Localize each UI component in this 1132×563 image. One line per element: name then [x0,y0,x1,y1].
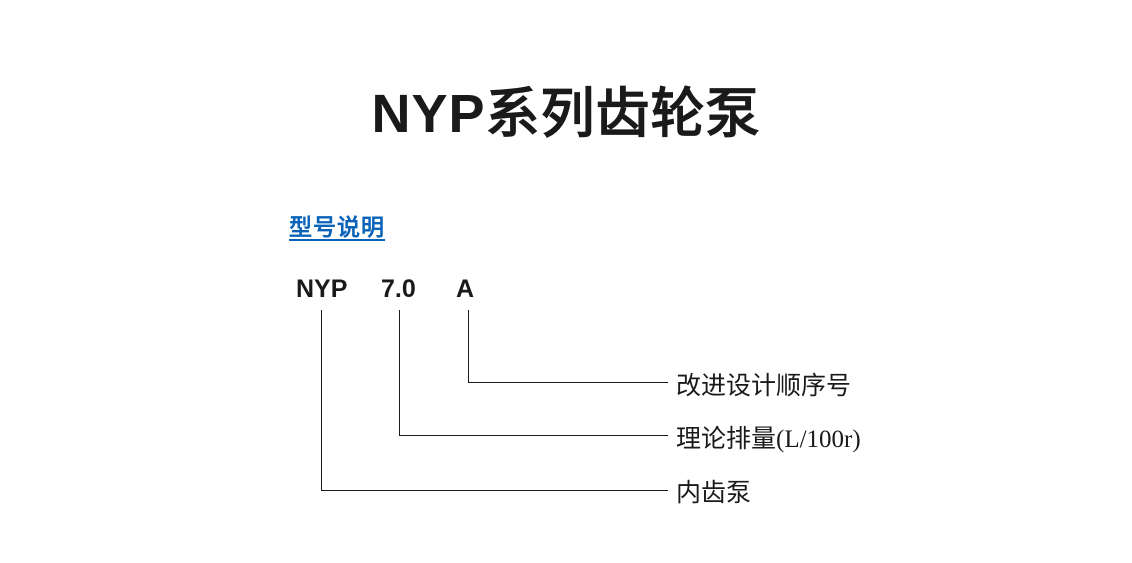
model-code-series: NYP [296,275,348,303]
model-code-displacement: 7.0 [381,275,416,303]
callout-pump-type: 内齿泵 [676,480,752,507]
page-title: NYP系列齿轮泵 [371,84,761,144]
leader-line-design-revision-horizontal [468,382,668,383]
leader-line-pump-type-horizontal [321,490,668,491]
section-heading-model-description: 型号说明 [289,214,385,240]
leader-line-displacement-horizontal [399,435,668,436]
leader-line-pump-type-vertical [321,310,322,490]
model-code-design-revision: A [456,275,475,303]
leader-line-design-revision-vertical [468,310,469,382]
callout-displacement: 理论排量(L/100r) [676,426,861,453]
leader-line-displacement-vertical [399,310,400,435]
callout-design-revision: 改进设计顺序号 [676,373,852,400]
